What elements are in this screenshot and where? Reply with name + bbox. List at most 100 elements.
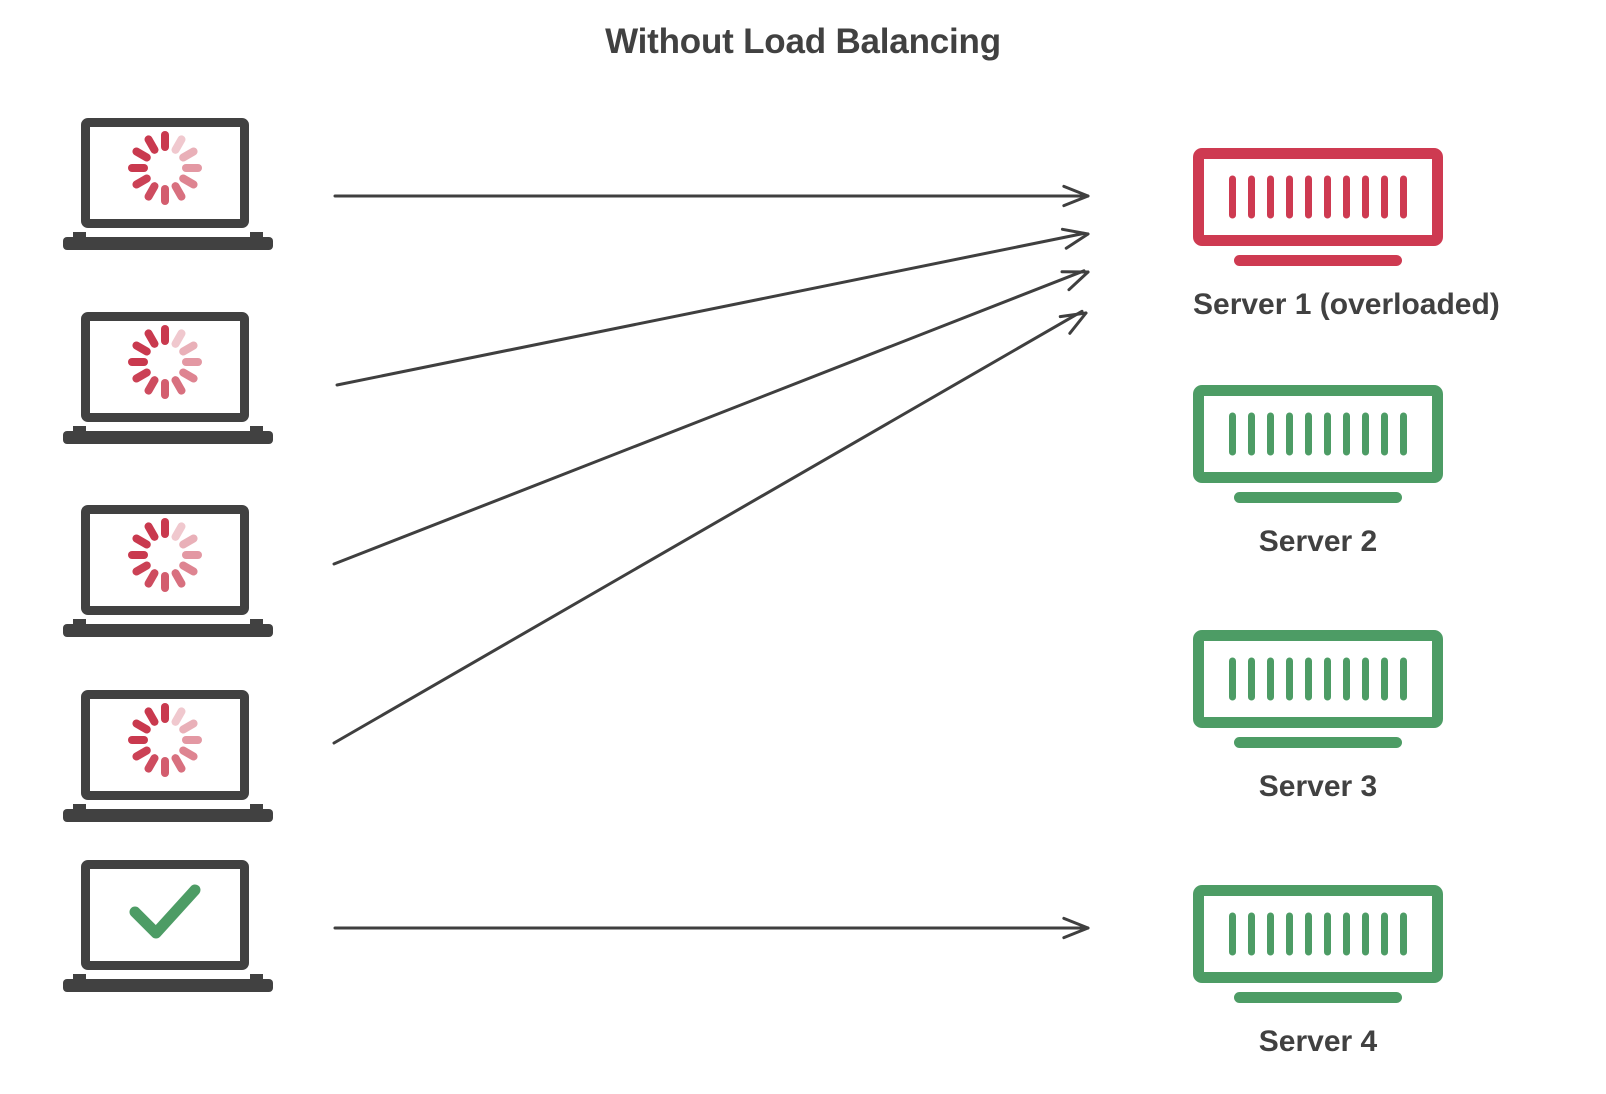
server-bar bbox=[1381, 657, 1388, 701]
laptop-screen bbox=[81, 860, 249, 970]
laptop-base bbox=[63, 232, 273, 250]
request-arrow bbox=[335, 227, 1090, 387]
spinner-segment bbox=[143, 374, 160, 397]
server-node: Server 2 bbox=[1193, 385, 1443, 559]
server-bar bbox=[1400, 657, 1407, 701]
server-bar bbox=[1305, 175, 1312, 219]
server-bar bbox=[1286, 912, 1293, 956]
spinner-segment bbox=[128, 736, 148, 744]
server-bar bbox=[1362, 657, 1369, 701]
server-node: Server 3 bbox=[1193, 630, 1443, 804]
client-laptop bbox=[63, 505, 273, 637]
spinner-segment bbox=[143, 567, 160, 590]
laptop-screen bbox=[81, 118, 249, 228]
spinner-segment bbox=[177, 340, 200, 357]
spinner-segment bbox=[182, 164, 202, 172]
server-bar bbox=[1248, 412, 1255, 456]
server-bar bbox=[1343, 175, 1350, 219]
server-node: Server 4 bbox=[1193, 885, 1443, 1059]
spinner-segment bbox=[161, 325, 169, 345]
server-bar bbox=[1381, 175, 1388, 219]
server-bar bbox=[1381, 912, 1388, 956]
laptop-base bbox=[63, 974, 273, 992]
server-label: Server 3 bbox=[1258, 770, 1378, 803]
server-bar bbox=[1343, 412, 1350, 456]
spinner-segment bbox=[161, 518, 169, 538]
laptop-screen bbox=[81, 312, 249, 422]
server-stand bbox=[1234, 737, 1402, 748]
server-bar bbox=[1400, 175, 1407, 219]
server-stand bbox=[1234, 255, 1402, 266]
spinner-segment bbox=[182, 358, 202, 366]
server-icon bbox=[1193, 385, 1443, 483]
laptop-base bbox=[63, 804, 273, 822]
server-node: Server 1 (overloaded) bbox=[1193, 148, 1500, 322]
laptop-base bbox=[63, 619, 273, 637]
request-arrow bbox=[332, 309, 1088, 745]
spinner-segment bbox=[161, 703, 169, 723]
spinner-segment bbox=[177, 533, 200, 550]
spinner-segment bbox=[128, 164, 148, 172]
server-bar bbox=[1286, 175, 1293, 219]
spinner-segment bbox=[161, 131, 169, 151]
server-bars bbox=[1204, 412, 1432, 456]
server-label: Server 2 bbox=[1258, 525, 1378, 558]
server-stand bbox=[1234, 492, 1402, 503]
loading-spinner-icon bbox=[127, 324, 203, 400]
server-bar bbox=[1324, 912, 1331, 956]
server-stand bbox=[1234, 992, 1402, 1003]
spinner-segment bbox=[128, 551, 148, 559]
spinner-segment bbox=[161, 757, 169, 777]
server-bar bbox=[1381, 412, 1388, 456]
server-bar bbox=[1229, 175, 1236, 219]
spinner-segment bbox=[177, 718, 200, 735]
server-icon bbox=[1193, 885, 1443, 983]
server-bar bbox=[1229, 657, 1236, 701]
server-bar bbox=[1248, 912, 1255, 956]
server-icon bbox=[1193, 148, 1443, 246]
spinner-segment bbox=[182, 736, 202, 744]
server-bar bbox=[1229, 412, 1236, 456]
server-bar bbox=[1362, 912, 1369, 956]
server-bars bbox=[1204, 175, 1432, 219]
server-bar bbox=[1267, 412, 1274, 456]
spinner-segment bbox=[161, 185, 169, 205]
loading-spinner-icon bbox=[127, 130, 203, 206]
check-icon bbox=[129, 884, 201, 939]
server-bars bbox=[1204, 912, 1432, 956]
server-bar bbox=[1305, 657, 1312, 701]
server-bar bbox=[1267, 912, 1274, 956]
spinner-segment bbox=[143, 180, 160, 203]
server-label: Server 4 bbox=[1258, 1025, 1378, 1058]
server-bar bbox=[1286, 412, 1293, 456]
laptop-base bbox=[63, 426, 273, 444]
request-arrow bbox=[333, 916, 1090, 940]
server-bar bbox=[1343, 912, 1350, 956]
spinner-segment bbox=[161, 572, 169, 592]
server-bar bbox=[1400, 412, 1407, 456]
server-bar bbox=[1267, 657, 1274, 701]
client-laptop bbox=[63, 690, 273, 822]
spinner-segment bbox=[161, 379, 169, 399]
server-bar bbox=[1305, 912, 1312, 956]
server-bar bbox=[1229, 912, 1236, 956]
server-bar bbox=[1324, 412, 1331, 456]
server-bar bbox=[1248, 175, 1255, 219]
server-icon bbox=[1193, 630, 1443, 728]
server-bar bbox=[1362, 412, 1369, 456]
laptop-screen bbox=[81, 690, 249, 800]
loading-spinner-icon bbox=[127, 517, 203, 593]
server-bar bbox=[1324, 657, 1331, 701]
server-bar bbox=[1343, 657, 1350, 701]
server-bar bbox=[1324, 175, 1331, 219]
server-bar bbox=[1400, 912, 1407, 956]
spinner-segment bbox=[128, 358, 148, 366]
server-bar bbox=[1286, 657, 1293, 701]
server-bars bbox=[1204, 657, 1432, 701]
server-bar bbox=[1362, 175, 1369, 219]
spinner-segment bbox=[143, 752, 160, 775]
request-arrow bbox=[332, 269, 1090, 566]
server-bar bbox=[1248, 657, 1255, 701]
request-arrow bbox=[333, 184, 1090, 208]
client-laptop bbox=[63, 118, 273, 250]
